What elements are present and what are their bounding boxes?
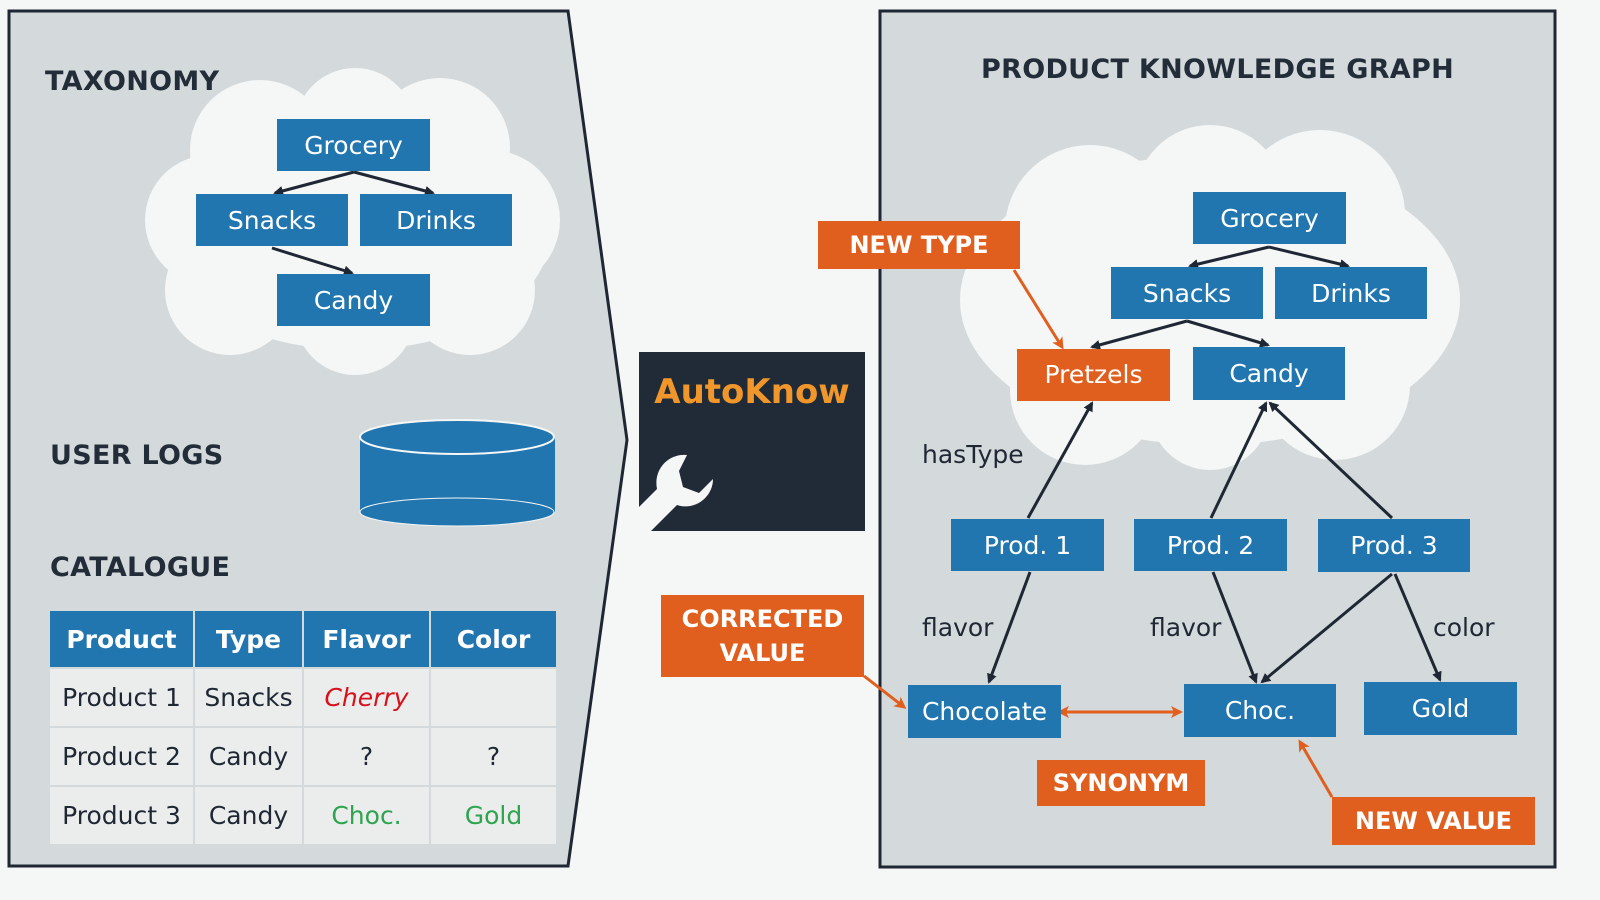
graph-node-choc[interactable]: Choc.	[1184, 684, 1336, 737]
callout-corrected-value: CORRECTED VALUE	[661, 595, 864, 677]
graph-node-drinks[interactable]: Drinks	[1275, 267, 1427, 319]
edge-label-flavor-2: flavor	[1150, 613, 1222, 642]
cell-type: Candy	[193, 726, 304, 787]
taxonomy-edges	[271, 170, 435, 276]
taxonomy-node-snacks[interactable]: Snacks	[196, 194, 348, 246]
edge-label-hastype: hasType	[922, 440, 1024, 469]
cell-flavor-valid: Choc.	[302, 785, 431, 846]
taxonomy-heading: TAXONOMY	[45, 66, 220, 97]
graph-node-candy[interactable]: Candy	[1193, 347, 1345, 400]
graph-node-chocolate[interactable]: Chocolate	[908, 685, 1061, 738]
cell-color-missing: ?	[429, 726, 558, 787]
knowledge-graph-heading: PRODUCT KNOWLEDGE GRAPH	[981, 54, 1454, 85]
callout-arrows	[863, 269, 1334, 798]
cell-color	[429, 667, 558, 728]
graph-node-prod2[interactable]: Prod. 2	[1134, 519, 1287, 571]
user-logs-database-icon	[359, 419, 555, 527]
edge-label-color: color	[1433, 613, 1495, 642]
column-header-color: Color	[429, 609, 558, 669]
wrench-icon	[639, 454, 713, 531]
callout-synonym: SYNONYM	[1037, 760, 1205, 806]
cell-flavor-error: Cherry	[302, 667, 431, 728]
cell-type: Snacks	[193, 667, 304, 728]
catalogue-table: Product Type Flavor Color Product 1 Snac…	[48, 609, 558, 846]
user-logs-heading: USER LOGS	[50, 440, 224, 471]
table-row: Product 3 Candy Choc. Gold	[48, 785, 558, 846]
cell-product: Product 1	[48, 667, 195, 728]
graph-edges	[987, 245, 1442, 684]
graph-node-prod1[interactable]: Prod. 1	[951, 519, 1104, 571]
autoknow-title: AutoKnow	[654, 372, 850, 412]
cell-flavor-missing: ?	[302, 726, 431, 787]
callout-new-value: NEW VALUE	[1332, 797, 1535, 845]
column-header-product: Product	[48, 609, 195, 669]
table-row: Product 2 Candy ? ?	[48, 726, 558, 787]
edge-label-flavor-1: flavor	[922, 613, 994, 642]
table-row: Product 1 Snacks Cherry	[48, 667, 558, 728]
cell-color-valid: Gold	[429, 785, 558, 846]
cell-type: Candy	[193, 785, 304, 846]
graph-node-grocery[interactable]: Grocery	[1193, 192, 1346, 244]
taxonomy-node-candy[interactable]: Candy	[277, 274, 430, 326]
taxonomy-node-drinks[interactable]: Drinks	[360, 194, 512, 246]
graph-node-prod3[interactable]: Prod. 3	[1318, 519, 1470, 572]
cell-product: Product 3	[48, 785, 195, 846]
taxonomy-node-grocery[interactable]: Grocery	[277, 119, 430, 171]
catalogue-header-row: Product Type Flavor Color	[48, 609, 558, 669]
column-header-type: Type	[193, 609, 304, 669]
column-header-flavor: Flavor	[302, 609, 431, 669]
graph-node-pretzels-new[interactable]: Pretzels	[1017, 349, 1170, 401]
autoknow-box: AutoKnow	[639, 352, 865, 531]
callout-new-type: NEW TYPE	[818, 221, 1020, 269]
graph-node-snacks[interactable]: Snacks	[1111, 267, 1263, 319]
cell-product: Product 2	[48, 726, 195, 787]
graph-node-gold[interactable]: Gold	[1364, 682, 1517, 735]
catalogue-heading: CATALOGUE	[50, 552, 231, 583]
